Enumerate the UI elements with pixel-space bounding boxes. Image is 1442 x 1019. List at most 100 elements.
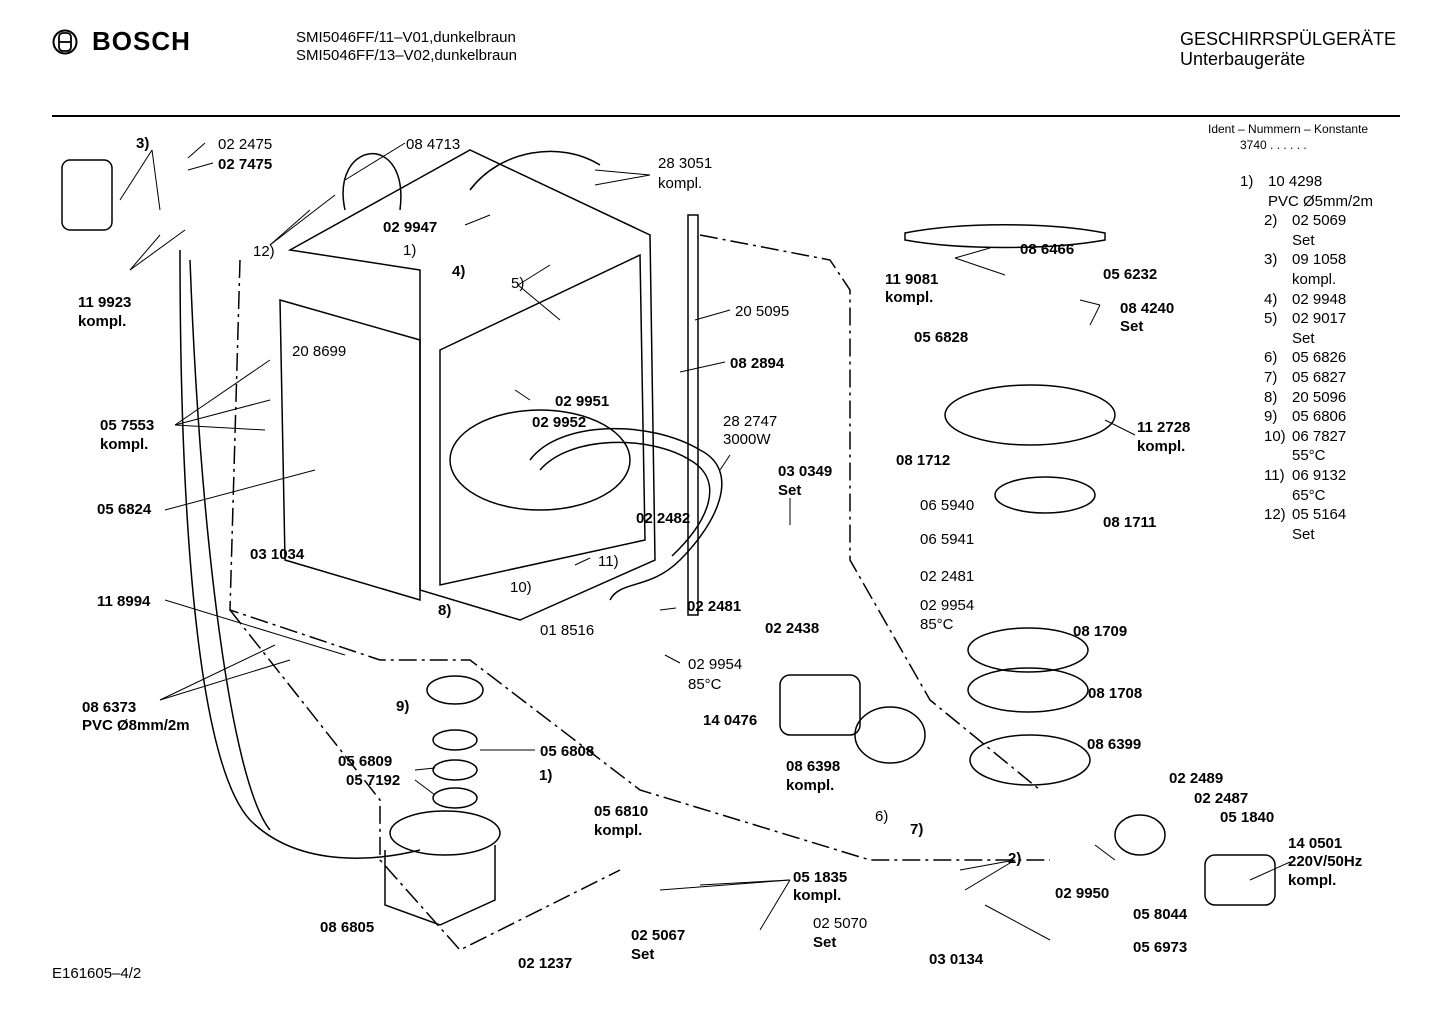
- footnote-key: 5): [1264, 310, 1278, 328]
- callout-030349-set: Set: [778, 482, 801, 499]
- sump-top: [389, 810, 501, 856]
- callout-086373: 08 6373: [82, 699, 136, 716]
- drawing-id: E161605–4/2: [52, 965, 142, 982]
- callout-056810-kompl: kompl.: [594, 822, 642, 839]
- footnote-key: 12): [1264, 506, 1286, 524]
- footnote-key: 3): [1264, 251, 1278, 269]
- filter-ring-3: [432, 787, 478, 809]
- callout-022481b: 02 2481: [920, 568, 974, 585]
- footnote-value: 10 4298 PVC Ø5mm/2m: [1268, 173, 1374, 210]
- water-softener-box: [61, 159, 113, 231]
- footnote-value: 06 9132 65°C: [1292, 466, 1347, 504]
- footnote-value: 06 7827 55°C: [1292, 427, 1347, 465]
- callout-058044: 05 8044: [1133, 906, 1188, 923]
- callout-029954a: 02 9954: [688, 656, 742, 673]
- ident-value: 3740 . . . . . .: [1240, 138, 1307, 152]
- callout-112728: 11 2728: [1137, 419, 1190, 436]
- callout-119081: 11 9081: [885, 271, 938, 288]
- drawing-linework: [61, 149, 1276, 951]
- footnote-key: 7): [1264, 368, 1278, 386]
- callout-056828: 05 6828: [914, 329, 968, 346]
- filter-basket: [944, 384, 1116, 446]
- callout-029950: 02 9950: [1055, 885, 1109, 902]
- footnote-item: 5) 02 9017 Set: [1240, 309, 1373, 348]
- footnote-item: 7) 05 6827: [1240, 368, 1373, 388]
- callout-3: 3): [136, 135, 149, 152]
- footnote-value: 05 6806: [1292, 408, 1347, 426]
- model-list: SMI5046FF/11–V01,dunkelbraun SMI5046FF/1…: [296, 29, 517, 65]
- pump-volute: [854, 706, 926, 764]
- category-line-1: GESCHIRRSPÜLGERÄTE: [1180, 29, 1397, 49]
- callout-057553: 05 7553: [100, 417, 154, 434]
- part-number-callouts: 3) 02 2475 02 7475 08 4713 28 3051 kompl…: [78, 135, 1362, 972]
- callout-6: 6): [875, 808, 888, 825]
- callout-065941: 06 5941: [920, 531, 974, 548]
- callout-029954a-temp: 85°C: [688, 676, 722, 693]
- heater-coil: [529, 427, 723, 601]
- callout-030349: 03 0349: [778, 463, 832, 480]
- callout-140501-kompl: kompl.: [1288, 872, 1336, 889]
- callout-140476: 14 0476: [703, 712, 757, 729]
- pump-housing: [969, 734, 1091, 786]
- callout-082894: 08 2894: [730, 355, 785, 372]
- ident-title: Ident – Nummern – Konstante: [1208, 122, 1369, 136]
- spray-arm: [904, 224, 1106, 249]
- footnote-value: 09 1058 kompl.: [1292, 251, 1347, 288]
- drain-pump-cover: [1114, 814, 1166, 856]
- model-line-1: SMI5046FF/11–V01,dunkelbraun: [296, 29, 516, 46]
- door-seal: [687, 214, 699, 616]
- footnote-key: 2): [1264, 212, 1278, 230]
- inlet-hose: [189, 259, 271, 831]
- sump-body: [384, 845, 496, 926]
- callout-086466: 08 6466: [1020, 241, 1074, 258]
- footnote-value: 05 5164 Set: [1292, 506, 1347, 543]
- footnote-value: 02 9017 Set: [1292, 310, 1347, 347]
- callout-051840: 05 1840: [1220, 809, 1274, 826]
- callout-027475: 02 7475: [218, 156, 272, 173]
- callout-119923-kompl: kompl.: [78, 313, 126, 330]
- top-pipe: [469, 150, 601, 191]
- drain-pump-motor: [1204, 854, 1276, 906]
- footnote-item: 2)02 5069 Set: [1240, 211, 1373, 250]
- footnote-value: 05 6827: [1292, 368, 1347, 386]
- base-frame-lower: [229, 609, 621, 951]
- callout-1: 1): [403, 242, 416, 259]
- callout-022487: 02 2487: [1194, 790, 1248, 807]
- footnote-item: 6)05 6826: [1240, 348, 1373, 368]
- callout-025067-set: Set: [631, 946, 654, 963]
- footnote-item: 1) 10 4298 PVC Ø5mm/2m: [1240, 172, 1373, 211]
- callout-029951: 02 9951: [555, 393, 609, 410]
- callout-022482: 02 2482: [636, 510, 690, 527]
- footnote-value: 05 6826: [1292, 349, 1347, 367]
- callout-119081-kompl: kompl.: [885, 289, 933, 306]
- header-divider: [52, 115, 1400, 117]
- footnote-key: 9): [1264, 408, 1278, 426]
- callout-081711: 08 1711: [1103, 514, 1156, 531]
- bosch-armature-icon: [52, 29, 78, 54]
- callout-065940: 06 5940: [920, 497, 974, 514]
- callout-084713: 08 4713: [406, 136, 460, 153]
- callout-086398-kompl: kompl.: [786, 777, 834, 794]
- footnote-key: 8): [1264, 388, 1278, 406]
- callout-051835-kompl: kompl.: [793, 887, 841, 904]
- callout-283051: 28 3051: [658, 155, 712, 172]
- callout-118994: 11 8994: [97, 593, 151, 610]
- filter-cap: [426, 675, 484, 705]
- footnote-item: 11)06 9132 65°C: [1240, 466, 1373, 505]
- footnote-item: 12) 05 5164 Set: [1240, 505, 1373, 544]
- callout-018516: 01 8516: [540, 622, 594, 639]
- callout-084240-set: Set: [1120, 318, 1143, 335]
- footnote-item: 8)20 5096: [1240, 388, 1373, 408]
- filter-ring-2: [432, 759, 478, 781]
- callout-086399: 08 6399: [1087, 736, 1141, 753]
- footnote-key: 1): [1240, 173, 1254, 190]
- callout-081708: 08 1708: [1088, 685, 1142, 702]
- callout-056808: 05 6808: [540, 743, 594, 760]
- callout-081712: 08 1712: [896, 452, 950, 469]
- heater-coil-inner: [539, 441, 711, 557]
- callout-029954b-temp: 85°C: [920, 616, 954, 633]
- footnote-item: 4)02 9948: [1240, 290, 1373, 310]
- callout-022438: 02 2438: [765, 620, 819, 637]
